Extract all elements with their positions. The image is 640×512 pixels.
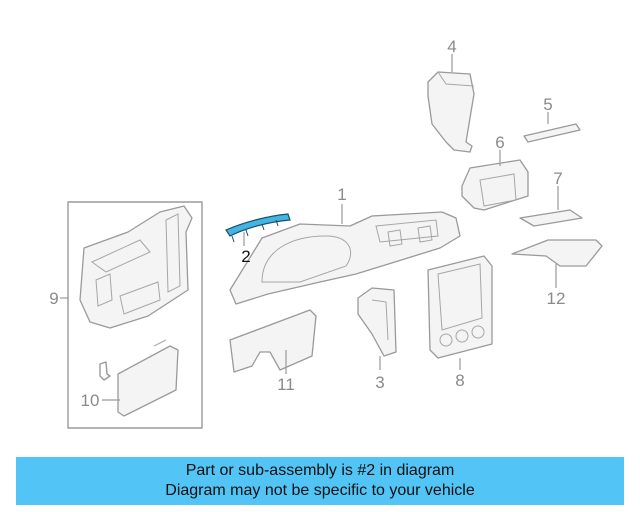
part-1-panel	[229, 211, 461, 305]
callout-5: 5	[543, 95, 552, 114]
part-2-trim	[225, 213, 291, 237]
caption-bar: Part or sub-assembly is #2 in diagram Di…	[16, 457, 624, 505]
part-5-strip	[523, 123, 581, 143]
callout-11: 11	[277, 375, 295, 394]
part-11-bolster	[229, 309, 317, 373]
part-9-inset	[67, 201, 203, 429]
parts-diagram: 1 2 3 4 5 6 7 8 9 10 11 12	[49, 37, 603, 429]
leader-lines	[60, 54, 559, 401]
part-3-bracket	[357, 287, 397, 357]
part-7-pocket	[519, 209, 583, 227]
caption-line-2: Diagram may not be specific to your vehi…	[165, 482, 475, 499]
part-2-highlight	[225, 213, 291, 243]
callout-10: 10	[81, 391, 100, 410]
callout-7: 7	[553, 169, 562, 188]
part-6-bracket	[461, 159, 529, 211]
part-12-trim	[511, 239, 603, 267]
caption-line-1: Part or sub-assembly is #2 in diagram	[185, 462, 455, 479]
callout-12: 12	[547, 289, 566, 308]
callout-6: 6	[495, 133, 504, 152]
callout-3: 3	[375, 373, 384, 392]
part-8-bezel	[427, 255, 493, 359]
part-10-lid	[99, 339, 179, 417]
callouts: 1 2 3 4 5 6 7 8 9 10 11 12	[49, 37, 565, 410]
callout-8: 8	[455, 371, 464, 390]
callout-4: 4	[447, 37, 456, 56]
callout-1: 1	[337, 185, 346, 204]
callout-2: 2	[241, 247, 250, 266]
callout-9: 9	[49, 289, 58, 308]
part-4-duct	[427, 71, 475, 153]
